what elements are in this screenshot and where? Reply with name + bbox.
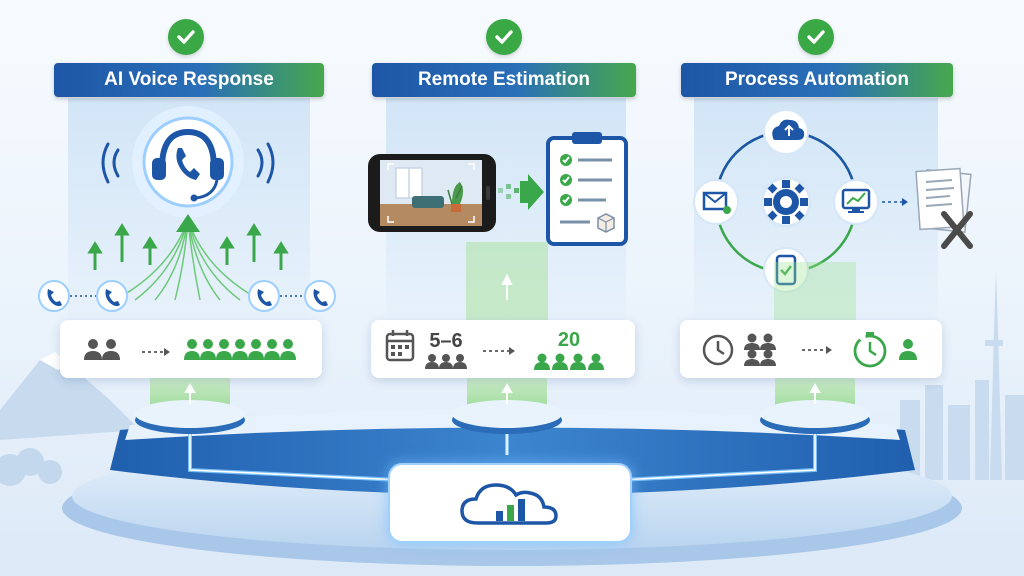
- before-metric: 5–6: [421, 330, 471, 369]
- person-icon: [899, 339, 917, 360]
- automation-metric: [702, 332, 917, 368]
- people-icon: [184, 339, 296, 360]
- voice-metric: [84, 339, 296, 360]
- clock-icon: [702, 334, 734, 366]
- check-icon: [168, 19, 204, 55]
- cloud-analytics-icon: [460, 483, 558, 525]
- column-title-voice: AI Voice Response: [54, 63, 324, 97]
- arrow-icon: [142, 348, 170, 356]
- after-metric: 20: [529, 329, 609, 370]
- panel-estimation: [386, 98, 626, 328]
- people-icon: [534, 353, 604, 370]
- arrow-icon: [483, 347, 515, 355]
- people-icon: [744, 333, 776, 366]
- check-icon: [486, 19, 522, 55]
- check-icon: [798, 19, 834, 55]
- panel-automation: [694, 98, 938, 328]
- column-title-automation: Process Automation: [681, 63, 953, 97]
- mountain-silhouette: [0, 360, 140, 440]
- arrow-icon: [802, 346, 832, 354]
- people-icon: [425, 353, 467, 369]
- cloud-analytics-hub: [388, 463, 632, 543]
- stopwatch-icon: [853, 332, 887, 368]
- metric-card-automation: [680, 320, 942, 378]
- column-title-estimation: Remote Estimation: [372, 63, 636, 97]
- after-value: 20: [557, 328, 581, 351]
- panel-voice: [68, 98, 310, 328]
- people-icon: [84, 339, 120, 360]
- calendar-icon: [385, 330, 415, 362]
- before-value: 5–6: [429, 329, 463, 352]
- city-skyline: [900, 270, 1024, 480]
- pedestal-right: [760, 360, 870, 434]
- metric-card-estimation: 5–6 20: [371, 320, 635, 378]
- metric-card-voice: [60, 320, 322, 378]
